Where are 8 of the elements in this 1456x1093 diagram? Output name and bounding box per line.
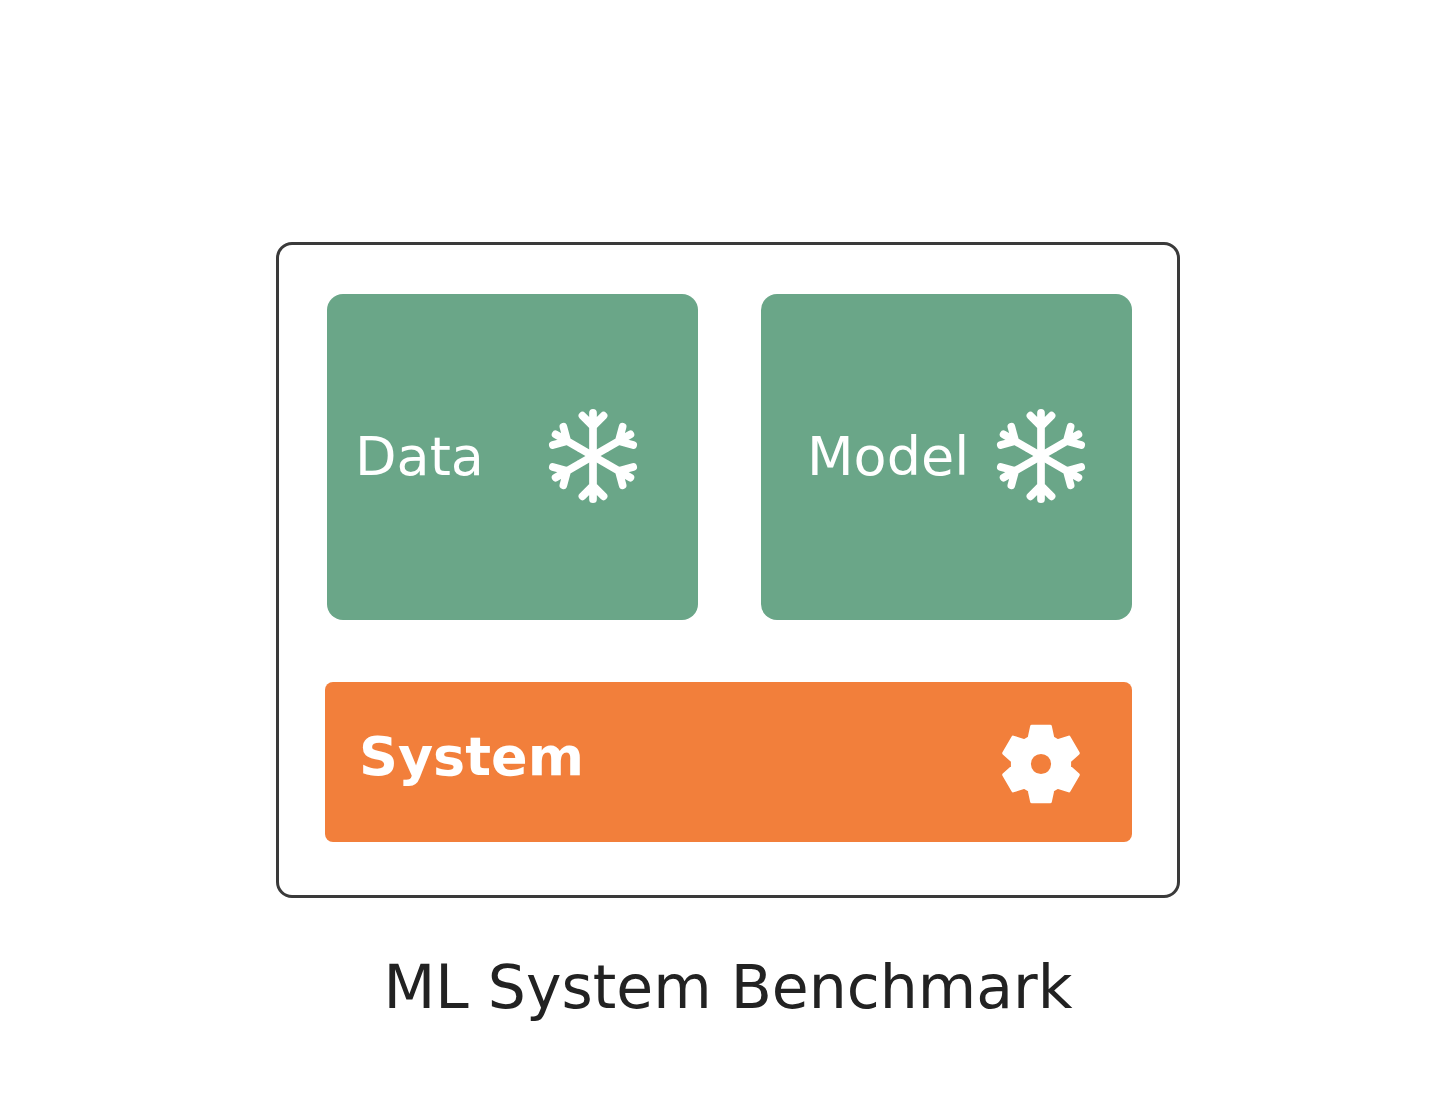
model-card (761, 294, 1132, 620)
system-card (325, 682, 1132, 842)
card-label: Data (355, 430, 484, 484)
outer-frame (276, 242, 1180, 898)
card-label: System (359, 730, 584, 784)
caption: ML System Benchmark (383, 952, 1073, 1022)
card-label: Model (807, 430, 970, 484)
data-card (327, 294, 698, 620)
